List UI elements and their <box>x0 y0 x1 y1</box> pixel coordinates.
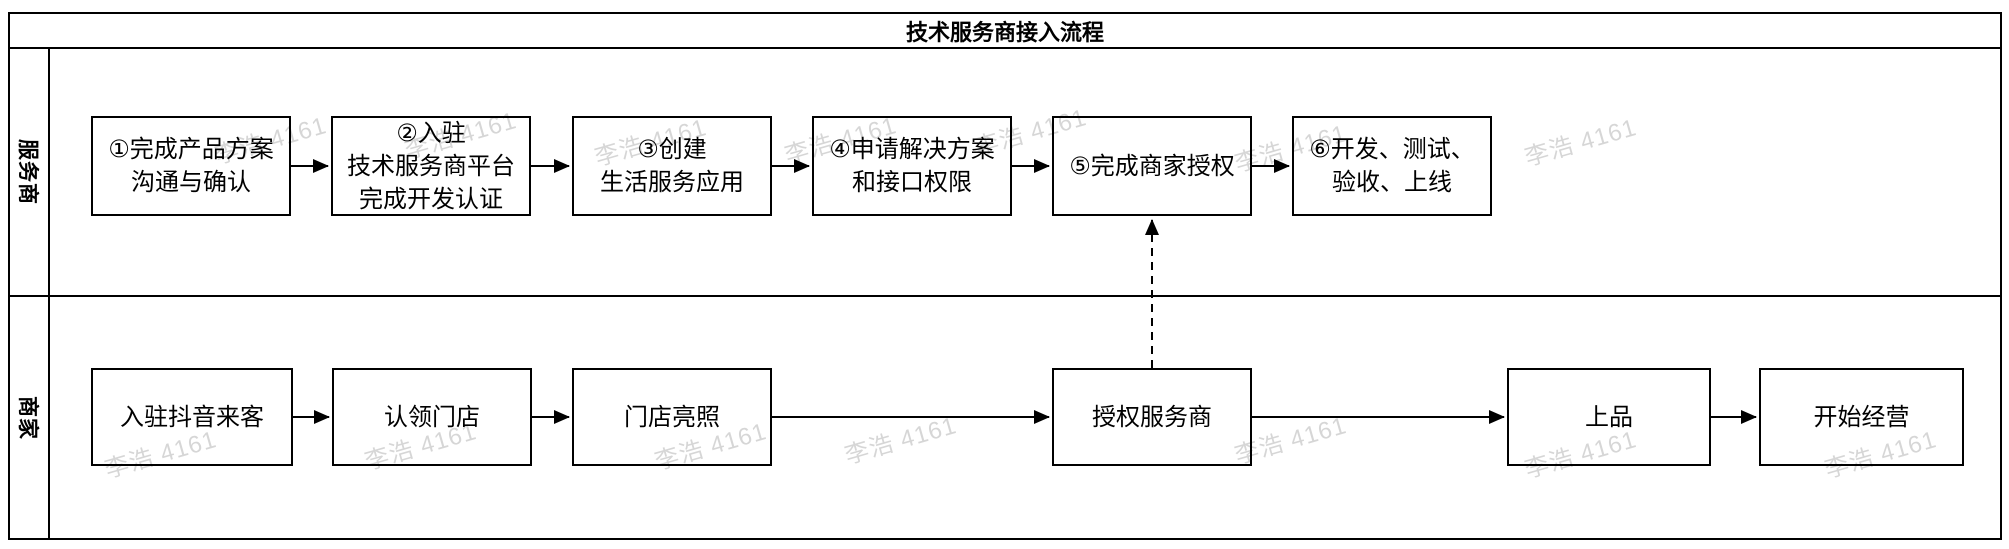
diagram-title-bar: 技术服务商接入流程 <box>10 14 2000 49</box>
node-provider-3-create-app: ③创建 生活服务应用 <box>572 116 772 216</box>
lane-provider-label-cell: 服务商 <box>10 49 50 295</box>
diagram-title: 技术服务商接入流程 <box>905 19 1104 45</box>
node-merchant-2-claim-store: 认领门店 <box>332 368 532 466</box>
lane-label-provider: 服务商 <box>16 139 39 205</box>
node-provider-2-platform-signup: ②入驻 技术服务商平台 完成开发认证 <box>331 116 531 216</box>
node-merchant-3-store-license: 门店亮照 <box>572 368 772 466</box>
lane-merchant-label-cell: 商家 <box>10 297 50 538</box>
node-provider-4-apply-solution: ④申请解决方案 和接口权限 <box>812 116 1012 216</box>
node-merchant-6-start-business: 开始经营 <box>1759 368 1964 466</box>
lane-merchant: 商家 <box>10 297 2000 538</box>
lane-provider: 服务商 <box>10 49 2000 297</box>
node-provider-1-product-plan: ①完成产品方案 沟通与确认 <box>91 116 291 216</box>
node-merchant-4-authorize-sp: 授权服务商 <box>1052 368 1252 466</box>
lane-label-merchant: 商家 <box>16 395 39 440</box>
node-merchant-5-list-products: 上品 <box>1507 368 1711 466</box>
node-provider-5-merchant-auth: ⑤完成商家授权 <box>1052 116 1252 216</box>
node-provider-6-dev-launch: ⑥开发、测试、 验收、上线 <box>1292 116 1492 216</box>
node-merchant-1-join-douyin: 入驻抖音来客 <box>91 368 293 466</box>
diagram-frame: 技术服务商接入流程 服务商 商家 ①完成产品方案 沟通与确认 ②入驻 技术服务商… <box>8 12 2002 540</box>
